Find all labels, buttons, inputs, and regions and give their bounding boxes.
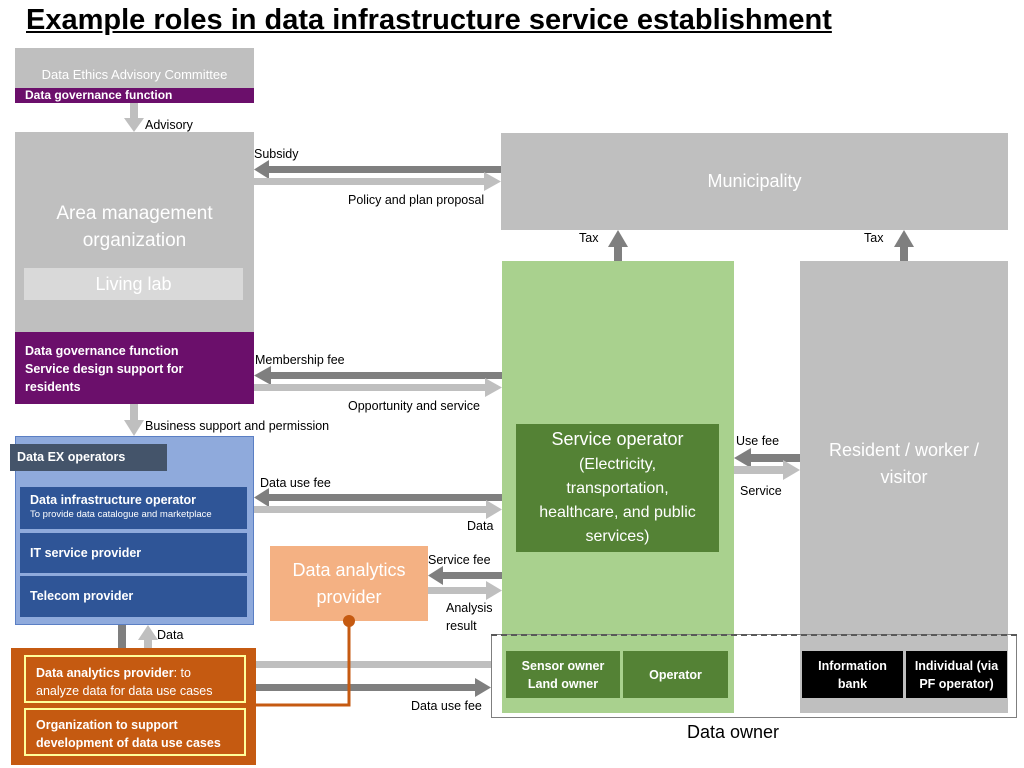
individual-box: Individual (via PF operator) [906,651,1007,698]
ethics-committee-box: Data Ethics Advisory Committee [15,48,254,88]
telecom-provider-box: Telecom provider [20,576,247,617]
area-governance-box: Data governance function Service design … [15,332,254,404]
sensor-owner-box: Sensor owner Land owner [506,651,620,698]
analytics-provider-role-box: Data analytics provider: to analyze data… [24,655,246,703]
operator-box: Operator [623,651,728,698]
individual-line-2: PF operator) [919,676,994,691]
information-bank-line-2: bank [837,676,868,691]
service-operator-desc-2: transportation, [566,480,669,497]
orange-connector-dot [343,615,355,627]
data-infra-operator-name: Data infrastructure operator [30,493,197,507]
service-operator-box: Service operator (Electricity, transport… [516,424,719,552]
living-lab-label: Living lab [95,273,172,294]
data-use-fee-top-label: Data use fee [260,476,331,490]
area-management-name-2: organization [82,230,187,251]
municipality-label: Municipality [707,171,802,191]
data-use-fee-bottom-label: Data use fee [411,699,482,713]
sensor-owner-line-2: Land owner [527,676,599,691]
resident-line-1: Resident / worker / [828,440,980,460]
analysis-result-arrow [428,581,502,600]
area-governance-line-3: residents [25,380,81,394]
service-operator-desc-4: services) [585,528,650,545]
data-ex-header-label: Data EX operators [17,450,126,464]
data-small-label: Data [157,628,184,642]
information-bank-line-1: Information [818,658,887,673]
resident-box: Resident / worker / visitor [800,261,1008,713]
tax-right-arrow [894,230,914,261]
data-infra-operator-box: Data infrastructure operator To provide … [20,487,247,529]
analytics-role-rest-2: analyze data for data use cases [36,684,213,698]
advisory-label: Advisory [145,118,193,132]
operator-label: Operator [649,667,702,682]
area-management-box: Area management organization Living lab [15,132,254,332]
data-use-fee-top-arrow [254,488,502,507]
service-arrow [734,460,800,480]
orange-connector [256,622,351,707]
telecom-provider-label: Telecom provider [30,589,134,603]
support-org-line-1: Organization to support [36,718,178,732]
data-right-arrow [254,500,502,519]
area-management-name-1: Area management [56,203,213,224]
analysis-result-label-1: Analysis [446,601,493,615]
tax-left-label: Tax [579,231,599,245]
service-fee-label: Service fee [428,553,491,567]
data-owner-label: Data owner [687,722,780,742]
business-support-label: Business support and permission [145,419,330,433]
service-operator-desc-3: healthcare, and public [539,504,696,521]
policy-arrow [254,172,501,191]
use-fee-label: Use fee [736,434,780,448]
membership-fee-label: Membership fee [255,353,345,367]
service-label: Service [740,484,782,498]
membership-fee-arrow [254,366,502,385]
service-fee-arrow [428,566,502,585]
living-lab-box: Living lab [24,268,243,300]
subsidy-label: Subsidy [254,147,299,161]
analytics-provider-box: Data analytics provider [270,546,428,621]
analytics-role-rest-1: : to [173,666,191,680]
tax-right-label: Tax [864,231,884,245]
analysis-result-label-2: result [446,619,477,633]
municipality-box: Municipality [501,133,1008,230]
it-service-provider-box: IT service provider [20,533,247,573]
data-infra-operator-desc: To provide data catalogue and marketplac… [30,509,212,520]
information-bank-box: Information bank [802,651,903,698]
ethics-committee-label: Data Ethics Advisory Committee [41,67,228,82]
data-up-arrow [138,625,158,648]
page-title: Example roles in data infrastructure ser… [26,4,832,36]
subsidy-arrow [254,160,501,179]
opportunity-arrow [254,378,502,397]
tax-left-arrow [608,230,628,261]
service-operator-desc-1: (Electricity, [578,456,657,473]
area-governance-line-2: Service design support for [25,362,184,376]
data-ex-down-arrow [118,625,126,648]
support-org-box: Organization to support development of d… [24,708,246,756]
analytics-role-bold: Data analytics provider [36,666,174,680]
data-owner-dashed-line [491,634,1017,636]
analytics-provider-line-2: provider [316,586,382,607]
data-use-fee-bottom-arrow [256,678,491,697]
individual-line-1: Individual (via [914,658,999,673]
use-fee-arrow [734,448,800,468]
data-right-label: Data [467,519,494,533]
data-flow-line [256,661,491,668]
advisory-arrow [124,103,144,132]
sensor-owner-line-1: Sensor owner [521,658,605,673]
ethics-function-label: Data governance function [25,88,173,102]
support-org-line-2: development of data use cases [36,736,221,750]
ethics-function-bar: Data governance function [15,88,254,103]
it-service-provider-label: IT service provider [30,546,142,560]
analytics-provider-line-1: Data analytics [292,559,406,580]
data-ex-header: Data EX operators [10,444,167,471]
area-governance-line-1: Data governance function [25,344,179,358]
business-support-arrow [124,404,144,436]
service-operator-name: Service operator [551,429,684,449]
policy-label: Policy and plan proposal [348,193,485,207]
resident-line-2: visitor [880,467,928,487]
opportunity-label: Opportunity and service [348,399,481,413]
